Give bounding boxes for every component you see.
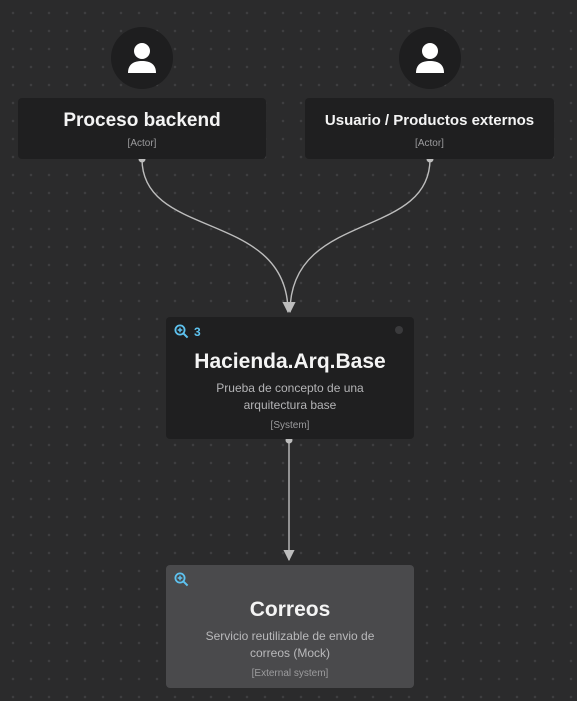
system-node-hacienda[interactable]: 3 Hacienda.Arq.Base Prueba de concepto d… — [166, 317, 414, 439]
edge-backend-to-hacienda[interactable] — [141, 158, 294, 314]
node-description: Prueba de concepto de una arquitectura b… — [216, 381, 364, 412]
node-handle-dot[interactable] — [395, 326, 403, 334]
actor-node-backend[interactable]: Proceso backend [Actor] — [18, 98, 266, 159]
system-node-correos[interactable]: Correos Servicio reutilizable de envio d… — [166, 565, 414, 688]
node-type-label: [Actor] — [127, 138, 157, 149]
node-type-label: [Actor] — [415, 138, 444, 149]
node-title: Proceso backend — [63, 110, 221, 131]
node-description: Servicio reutilizable de envio de correo… — [205, 629, 375, 660]
edge-usuario-to-hacienda[interactable] — [284, 158, 431, 314]
actor-node-usuario[interactable]: Usuario / Productos externos [Actor] — [305, 98, 554, 159]
zoom-control[interactable] — [174, 572, 189, 587]
person-icon — [128, 43, 156, 73]
node-type-label: [External system] — [251, 668, 329, 679]
zoom-control[interactable]: 3 — [174, 324, 201, 339]
node-title: Usuario / Productos externos — [324, 112, 535, 129]
actor-avatar-backend — [111, 27, 173, 89]
person-icon — [416, 43, 444, 73]
node-title: Correos — [249, 598, 331, 621]
zoom-in-icon — [174, 324, 189, 339]
node-type-label: [System] — [270, 420, 310, 431]
zoom-count: 3 — [194, 324, 201, 339]
node-title: Hacienda.Arq.Base — [194, 350, 386, 373]
actor-avatar-usuario — [399, 27, 461, 89]
zoom-in-icon — [174, 572, 189, 587]
